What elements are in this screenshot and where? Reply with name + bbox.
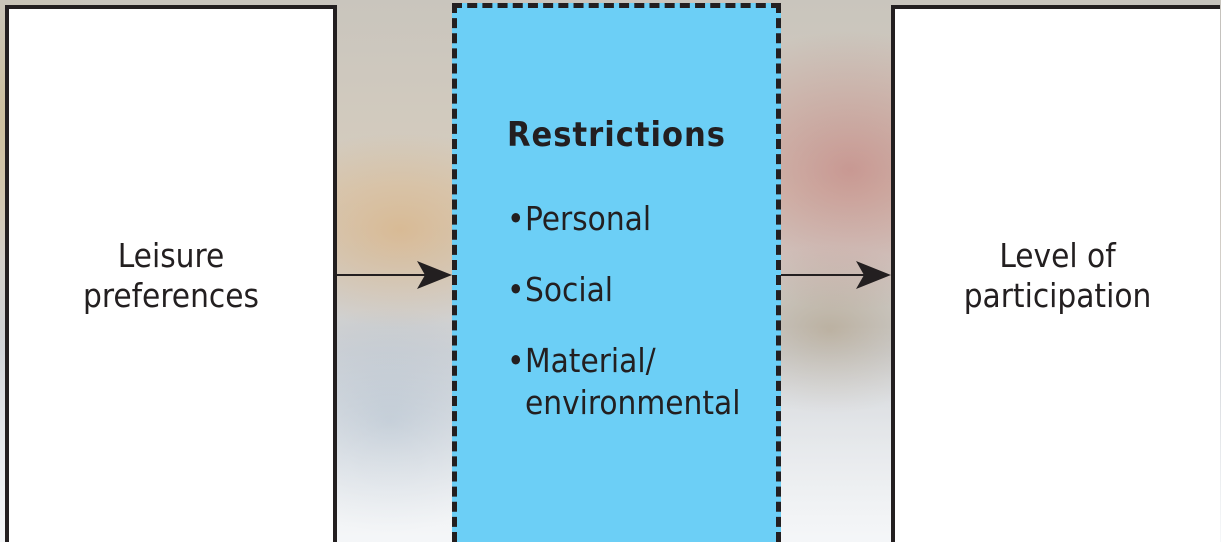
restriction-item-personal: • Personal xyxy=(507,198,740,240)
leisure-preferences-box: Leisure preferences xyxy=(5,5,337,542)
restriction-item-label-line2: environmental xyxy=(525,383,741,422)
leisure-preferences-line1: Leisure xyxy=(117,235,225,275)
leisure-preferences-line2: preferences xyxy=(83,275,259,315)
restriction-item-label: Social xyxy=(525,270,614,309)
arrow-preferences-to-restrictions xyxy=(337,261,452,289)
level-of-participation-line2: participation xyxy=(963,275,1152,315)
restrictions-box: Restrictions • Personal • Social • Mater… xyxy=(452,3,781,542)
bullet-icon: • xyxy=(507,270,525,309)
restriction-item-label: Personal xyxy=(525,199,652,238)
restriction-item-material-environmental: • Material/ environmental xyxy=(507,340,740,424)
bullet-icon: • xyxy=(507,199,525,238)
level-of-participation-box: Level of participation xyxy=(891,5,1220,542)
restrictions-title: Restrictions xyxy=(507,115,726,155)
restriction-item-social: • Social xyxy=(507,269,740,311)
restriction-item-label: Material/ xyxy=(525,341,656,380)
arrow-restrictions-to-participation xyxy=(781,261,891,289)
level-of-participation-line1: Level of xyxy=(999,235,1116,275)
level-of-participation-label: Level of participation xyxy=(964,236,1152,316)
leisure-preferences-label: Leisure preferences xyxy=(83,236,259,316)
restrictions-list: • Personal • Social • Material/ environm… xyxy=(507,198,740,453)
bullet-icon: • xyxy=(507,341,525,380)
